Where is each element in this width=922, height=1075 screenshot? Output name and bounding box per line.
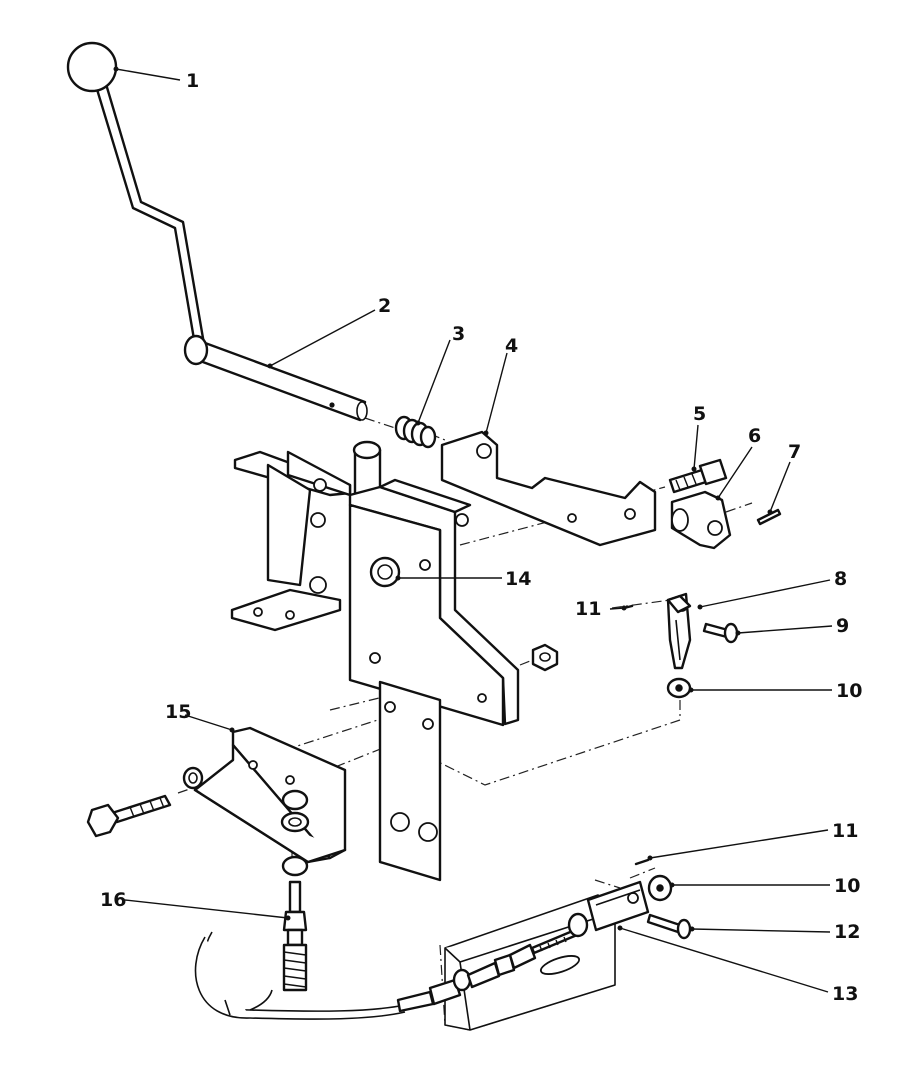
callout-pivot-plate: 6: [748, 425, 761, 447]
cotter-lower: [634, 858, 650, 866]
callout-knob: 1: [186, 70, 199, 92]
callout-lever-arm: 4: [505, 335, 518, 357]
cable-fitting-lower: [396, 928, 579, 1013]
handle-lever: [66, 41, 206, 347]
nut-upper: [666, 677, 692, 699]
callout-bolt-upper: 5: [693, 403, 706, 425]
clevis-pin-upper: [702, 622, 739, 644]
callout-locknut: 14: [505, 568, 531, 590]
shaft: [183, 334, 368, 422]
callout-cable-end: 16: [100, 889, 126, 911]
spring: [394, 415, 437, 449]
locknut: [369, 556, 401, 588]
cable-assembly: [194, 880, 406, 1020]
leader-lines: [113, 66, 833, 993]
callout-clevis-pin-lower: 12: [834, 921, 860, 943]
callout-spring: 3: [452, 323, 465, 345]
hex-nut-right: [531, 643, 559, 672]
angle-bracket: [193, 726, 347, 864]
callout-cotter-pin-upper: 7: [788, 441, 801, 463]
assembly-lines: [177, 417, 753, 1031]
callout-cotter-lower: 11: [832, 820, 858, 842]
callout-clevis-lower: 13: [832, 983, 858, 1005]
callout-cotter-upper: 11: [575, 598, 601, 620]
knob: [66, 41, 118, 93]
lever-arm: [440, 430, 657, 547]
callout-clevis-pin-upper: 9: [836, 615, 849, 637]
callout-nut-lower: 10: [834, 875, 860, 897]
clevis-pin-lower: [646, 913, 692, 940]
callout-clevis-upper: 8: [834, 568, 847, 590]
callout-angle-bracket: 15: [165, 701, 191, 723]
clevis-upper: [666, 592, 692, 670]
callout-shaft: 2: [378, 295, 391, 317]
bolt-upper: [668, 458, 728, 494]
stacked-nuts: [280, 789, 310, 877]
lower-mounting-plate: [444, 894, 616, 1031]
clevis-lower: [567, 880, 650, 938]
hex-bolt-left: [86, 766, 204, 838]
callout-nut-upper: 10: [836, 680, 862, 702]
nut-lower: [647, 874, 673, 902]
pivot-plate: [670, 490, 732, 550]
callout-labels: 1 2 3 4 5 6 7 8 9 10 11 14 15 16 11 10 1…: [100, 70, 862, 1005]
